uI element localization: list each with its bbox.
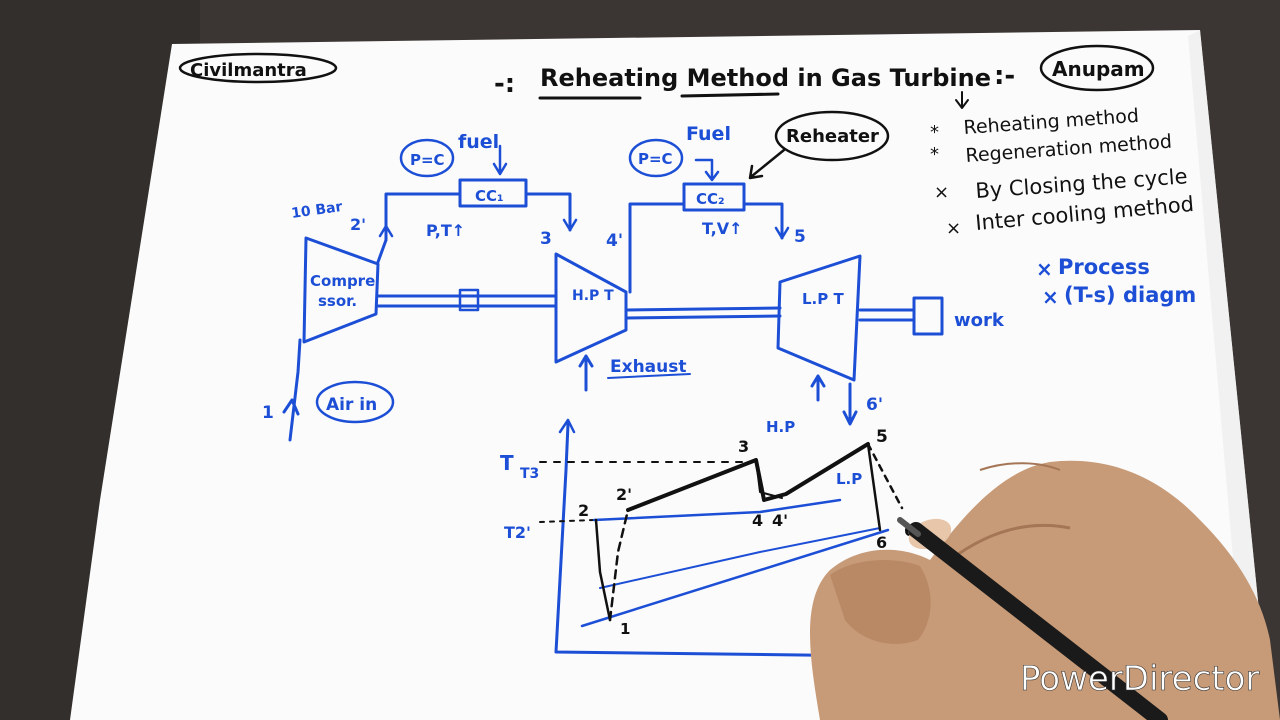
tv-label: T,V↑ bbox=[702, 219, 743, 238]
ts-point-2p: 2' bbox=[616, 485, 632, 504]
hp-turbine-label: H.P T bbox=[572, 288, 614, 304]
fuel-2-label: Fuel bbox=[686, 123, 731, 145]
work-label: work bbox=[954, 310, 1005, 331]
watermark: PowerDirector bbox=[1020, 659, 1259, 699]
brand-text: Civilmantra bbox=[190, 60, 307, 81]
air-in-label: Air in bbox=[326, 395, 377, 415]
cc2-label: CC₂ bbox=[696, 190, 725, 208]
pc-2-label: P=C bbox=[638, 150, 673, 168]
t2p-label: T2' bbox=[504, 523, 531, 542]
reheater-label: Reheater bbox=[786, 126, 879, 147]
svg-text:×: × bbox=[1036, 257, 1053, 281]
ts-point-1: 1 bbox=[620, 620, 630, 638]
title-text: Reheating Method in Gas Turbine bbox=[540, 64, 991, 92]
t3-label: T3 bbox=[520, 466, 539, 482]
author-text: Anupam bbox=[1052, 57, 1145, 81]
hp-curve-label: H.P bbox=[766, 418, 795, 436]
point-6p-label: 6' bbox=[866, 395, 883, 415]
point-3-label: 3 bbox=[540, 229, 552, 249]
ts-point-2: 2 bbox=[578, 501, 589, 520]
svg-text:×: × bbox=[934, 182, 949, 203]
point-1-label: 1 bbox=[262, 403, 274, 423]
pc-1-label: P=C bbox=[410, 151, 445, 169]
ts-point-4: 4 bbox=[752, 511, 763, 530]
compressor-label-2: ssor. bbox=[318, 292, 357, 310]
cc1-label: CC₁ bbox=[475, 187, 504, 205]
pt-label: P,T↑ bbox=[426, 221, 465, 240]
point-5-label: 5 bbox=[794, 227, 806, 247]
fuel-1-label: fuel bbox=[458, 131, 499, 153]
title-prefix: -: bbox=[494, 69, 515, 99]
ts-point-6: 6 bbox=[876, 533, 887, 552]
svg-text:*: * bbox=[930, 122, 939, 143]
svg-text:*: * bbox=[930, 144, 939, 165]
lp-curve-label: L.P bbox=[836, 470, 862, 488]
process-note-2: (T-s) diagm bbox=[1064, 283, 1196, 307]
point-2p-label: 2' bbox=[350, 215, 366, 234]
lp-turbine-label: L.P T bbox=[802, 290, 844, 308]
point-4p-label: 4' bbox=[606, 231, 623, 251]
svg-text:×: × bbox=[1042, 285, 1059, 309]
svg-text:×: × bbox=[946, 218, 961, 239]
t-axis-label: T bbox=[500, 451, 514, 475]
title-suffix: :- bbox=[994, 61, 1015, 91]
ts-point-3: 3 bbox=[738, 437, 749, 456]
compressor-label-1: Compre bbox=[310, 272, 375, 290]
ts-point-4p: 4' bbox=[772, 511, 788, 530]
process-note-1: Process bbox=[1058, 255, 1150, 279]
ts-point-5: 5 bbox=[876, 427, 888, 447]
